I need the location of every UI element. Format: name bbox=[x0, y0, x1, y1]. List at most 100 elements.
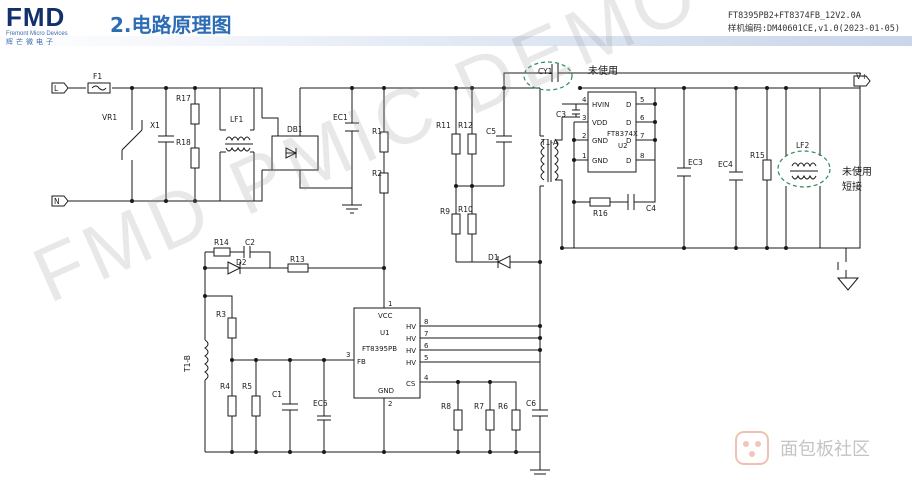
label-r8: R8 bbox=[441, 402, 451, 411]
u1-pin-hv1: HV bbox=[406, 323, 416, 331]
u2-pin-num-6: 6 bbox=[640, 114, 645, 122]
bridge-db1 bbox=[271, 135, 319, 171]
u1-pin-hv3: HV bbox=[406, 347, 416, 355]
resistor-r5 bbox=[251, 395, 261, 417]
fuse-f1 bbox=[87, 82, 111, 94]
resistor-r8 bbox=[453, 409, 463, 431]
corner-watermark: 面包板社区 bbox=[732, 428, 870, 468]
u1-pin-num-6: 6 bbox=[424, 342, 429, 350]
terminal-vplus bbox=[853, 75, 871, 87]
label-c2: C2 bbox=[245, 238, 255, 247]
diode-d2 bbox=[205, 261, 384, 275]
note-circle-cy1 bbox=[523, 61, 573, 91]
note-lf2-unused: 未使用 bbox=[842, 165, 872, 178]
u1-pin-num-4: 4 bbox=[424, 374, 429, 382]
terminal-n-label: N bbox=[54, 197, 60, 206]
resistor-r7 bbox=[485, 409, 495, 431]
note-cy1-unused: 未使用 bbox=[588, 64, 618, 77]
label-r9: R9 bbox=[440, 207, 450, 216]
u2-part: FT8374X bbox=[607, 130, 638, 138]
u2-pin-num-8: 8 bbox=[640, 152, 644, 160]
u2-pin-num-5: 5 bbox=[640, 96, 644, 104]
label-c3: C3 bbox=[556, 110, 566, 119]
u2-pin-d1: D bbox=[626, 101, 631, 109]
capacitor-ec1 bbox=[345, 88, 359, 205]
capacitor-c4 bbox=[627, 194, 635, 210]
u1-pin-gnd: GND bbox=[378, 387, 394, 395]
resistor-r12 bbox=[467, 133, 477, 155]
label-lf1: LF1 bbox=[230, 115, 243, 124]
capacitor-x1 bbox=[158, 88, 174, 201]
resistor-r17 bbox=[190, 103, 200, 125]
header-sample-code: 样机编码:DM40601CE,v1.0(2023-01-05) bbox=[727, 24, 900, 34]
u1-pin-num-2: 2 bbox=[388, 400, 392, 408]
label-t1a: T1-A bbox=[540, 138, 559, 147]
capacitor-ec5 bbox=[317, 415, 331, 421]
label-r7: R7 bbox=[474, 402, 484, 411]
header-band bbox=[0, 36, 912, 46]
resistor-r18 bbox=[190, 147, 200, 169]
u1-pin-hv2: HV bbox=[406, 335, 416, 343]
label-r10: R10 bbox=[458, 205, 473, 214]
u2-pin-gnd1: GND bbox=[592, 137, 608, 145]
u1-label: U1 bbox=[380, 329, 390, 337]
terminal-l-label: L bbox=[54, 84, 59, 93]
u1-pin-num-8: 8 bbox=[424, 318, 428, 326]
note-circle-lf2 bbox=[777, 150, 831, 188]
label-c4: C4 bbox=[646, 204, 656, 213]
resistor-r2 bbox=[379, 172, 389, 194]
page-title: 2.电路原理图 bbox=[110, 13, 232, 37]
capacitor-ec3 bbox=[677, 88, 691, 248]
breadboard-logo-icon bbox=[735, 431, 769, 465]
label-r13: R13 bbox=[290, 255, 305, 264]
u1-pin-hv4: HV bbox=[406, 359, 416, 367]
ground-symbol bbox=[342, 204, 362, 214]
resistor-r11 bbox=[451, 133, 461, 155]
u1-pin-num-5: 5 bbox=[424, 354, 428, 362]
label-ec3: EC3 bbox=[688, 158, 703, 167]
capacitor-c5 bbox=[496, 88, 512, 186]
u2-pin-gnd2: GND bbox=[592, 157, 608, 165]
capacitor-c6 bbox=[532, 330, 548, 470]
diode-d1 bbox=[490, 255, 542, 269]
label-r17: R17 bbox=[176, 94, 191, 103]
u2-pin-d4: D bbox=[626, 157, 631, 165]
resistor-r10 bbox=[467, 213, 477, 235]
logo-text: FMD bbox=[6, 2, 66, 32]
capacitor-c2 bbox=[243, 246, 271, 268]
label-r14: R14 bbox=[214, 238, 229, 247]
label-r2: R2 bbox=[372, 169, 382, 178]
company-logo: FMD Fremont Micro Devices 辉芒微电子 bbox=[6, 4, 96, 47]
choke-lf1 bbox=[219, 88, 255, 201]
u1-pin-fb: FB bbox=[357, 358, 366, 366]
u1-part: FT8395PB bbox=[362, 345, 397, 353]
corner-watermark-text: 面包板社区 bbox=[780, 439, 870, 460]
u1-pin-vcc: VCC bbox=[378, 312, 393, 320]
label-ec1: EC1 bbox=[333, 113, 348, 122]
resistor-r9 bbox=[451, 213, 461, 235]
resistor-r6 bbox=[511, 409, 521, 431]
logo-subtitle: Fremont Micro Devices bbox=[6, 31, 68, 37]
label-r18: R18 bbox=[176, 138, 191, 147]
label-c5: C5 bbox=[486, 127, 496, 136]
resistor-r4 bbox=[227, 395, 237, 417]
label-r6: R6 bbox=[498, 402, 508, 411]
label-t1b: T1-B bbox=[183, 355, 192, 373]
label-cy1: CY1 bbox=[538, 67, 553, 76]
u2-pin-num-2: 2 bbox=[582, 132, 586, 140]
label-c1: C1 bbox=[272, 390, 282, 399]
u2-pin-num-7: 7 bbox=[640, 132, 644, 140]
resistor-r14 bbox=[213, 247, 231, 257]
terminal-l bbox=[51, 82, 69, 94]
u2-pin-vdd: VDD bbox=[592, 119, 608, 127]
label-f1: F1 bbox=[93, 72, 102, 81]
chip-u2 bbox=[587, 91, 637, 173]
header-part-number: FT8395PB2+FT8374FB_12V2.0A bbox=[727, 11, 861, 21]
resistor-r15 bbox=[762, 159, 772, 181]
capacitor-cy1 bbox=[503, 64, 861, 88]
label-db1: DB1 bbox=[287, 125, 303, 134]
choke-lf2 bbox=[785, 88, 821, 248]
label-r5: R5 bbox=[242, 382, 252, 391]
